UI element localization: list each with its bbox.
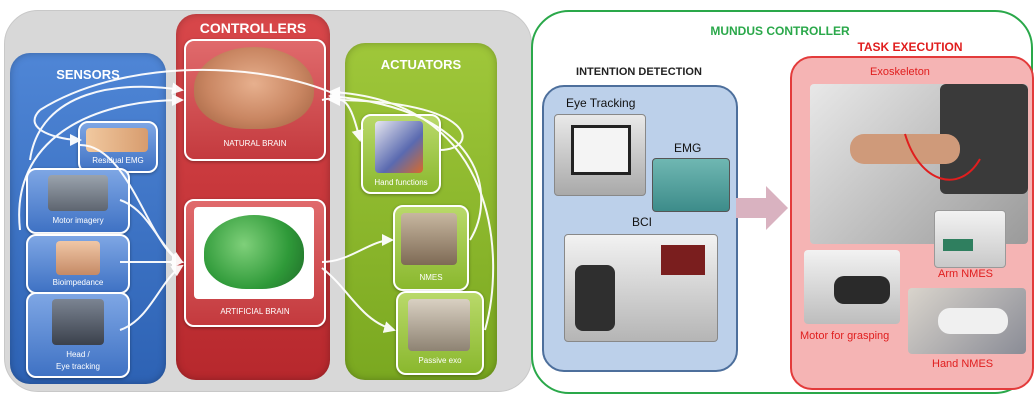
eye-tracking-label: Eye tracking [55, 362, 101, 371]
motor-imagery-label: Motor imagery [52, 216, 104, 225]
motor-grasping-label: Motor for grasping [800, 330, 890, 342]
flow-arrow [736, 186, 788, 230]
nmes-tile: NMES [393, 205, 469, 291]
hand-functions-tile: Hand functions [361, 114, 441, 194]
head-eye-tracking-tile: Head / Eye tracking [26, 292, 130, 378]
artificial-brain-label: ARTIFICIAL BRAIN [220, 307, 290, 316]
actuators-title: ACTUATORS [380, 57, 462, 72]
residual-emg-label: Residual EMG [92, 156, 144, 165]
artificial-brain-image-bg [194, 207, 314, 299]
natural-brain-label: NATURAL BRAIN [223, 139, 287, 148]
mundus-controller-title: MUNDUS CONTROLLER [710, 24, 850, 38]
head-eye-tracking-image [52, 299, 104, 345]
circuit-brain-image [204, 215, 304, 289]
passive-exo-tile: Passive exo [396, 291, 484, 375]
emg-device-image [652, 158, 730, 212]
task-execution-title: TASK EXECUTION [857, 40, 963, 54]
motor-grasping-image [804, 250, 900, 324]
bioimpedance-image [56, 241, 100, 275]
hand-nmes-image [908, 288, 1026, 354]
arm-nmes-panel [943, 239, 973, 251]
passive-exo-label: Passive exo [418, 356, 462, 365]
bioimpedance-label: Bioimpedance [52, 278, 104, 287]
motor-imagery-image [48, 175, 108, 211]
connection-arrows [18, 68, 495, 333]
hand-nmes-hand [938, 308, 1008, 334]
controllers-title: CONTROLLERS [199, 20, 307, 36]
bci-user-figure [575, 265, 615, 331]
hand-nmes-label: Hand NMES [932, 358, 994, 370]
exoskeleton-arm [850, 134, 960, 164]
hand-functions-label: Hand functions [374, 178, 428, 187]
head-label: Head / [66, 350, 90, 359]
arm-nmes-device-image [934, 210, 1006, 268]
exoskeleton-red-line [904, 133, 981, 181]
artificial-brain-tile: ARTIFICIAL BRAIN [184, 199, 326, 327]
bci-screen [661, 245, 705, 275]
bci-label: BCI [632, 215, 653, 229]
nmes-label: NMES [419, 273, 443, 282]
arm-nmes-label: Arm NMES [938, 268, 993, 280]
nmes-image [401, 213, 457, 265]
sensors-title: SENSORS [56, 67, 120, 82]
eye-tracker-screen [571, 125, 631, 175]
intention-detection-title: INTENTION DETECTION [576, 66, 702, 78]
hand-functions-image [375, 121, 423, 173]
bioimpedance-tile: Bioimpedance [26, 234, 130, 294]
natural-brain-image [194, 47, 314, 129]
grasping-glove [834, 276, 890, 304]
natural-brain-tile: NATURAL BRAIN [184, 39, 326, 161]
emg-label: EMG [674, 141, 702, 155]
motor-imagery-tile: Motor imagery [26, 168, 130, 234]
passive-exo-image [408, 299, 470, 351]
eye-tracking-label: Eye Tracking [566, 96, 636, 110]
exoskeleton-label: Exoskeleton [870, 66, 930, 78]
eye-tracking-image [554, 114, 646, 196]
bci-image [564, 234, 718, 342]
